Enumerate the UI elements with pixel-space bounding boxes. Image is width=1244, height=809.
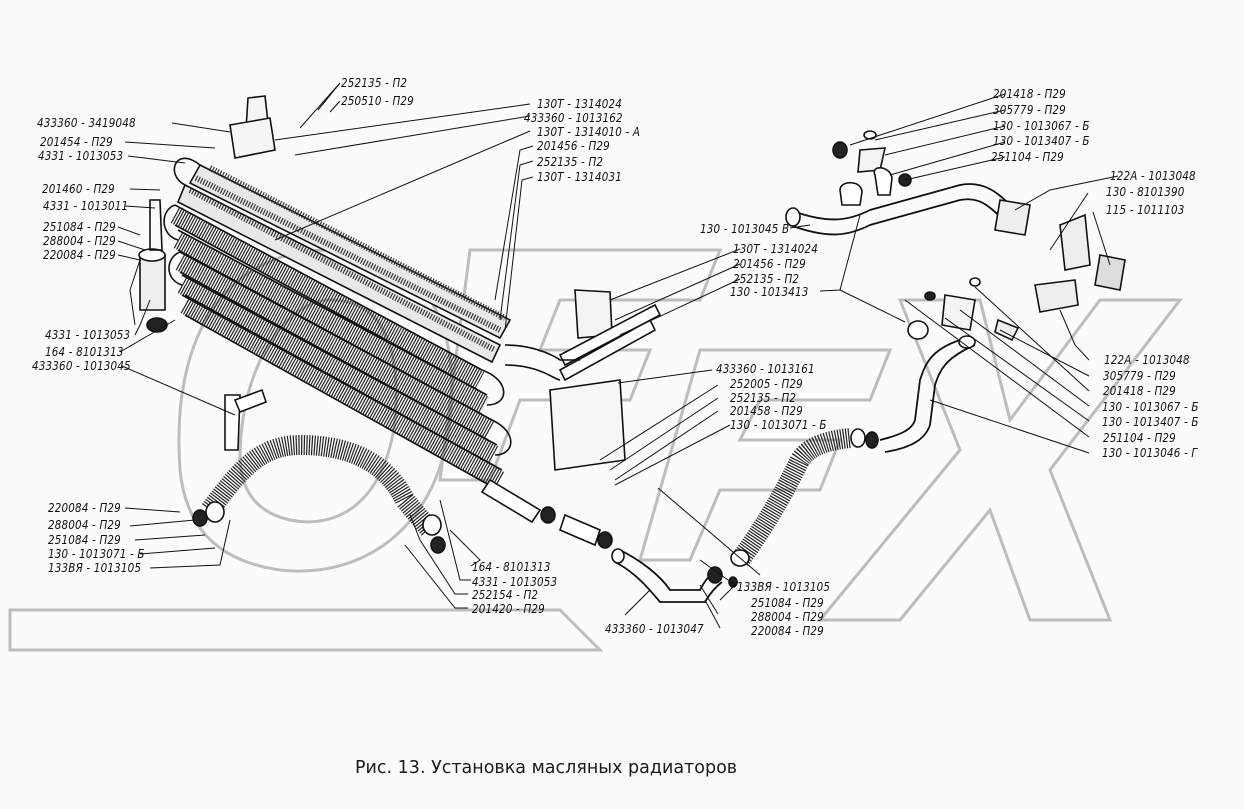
leader-lines bbox=[117, 82, 1119, 629]
part-label: 305779 - П29 bbox=[1103, 368, 1176, 383]
part-label: 4331 - 1013053 bbox=[45, 327, 131, 342]
part-label: 130 - 1013071 - Б bbox=[730, 417, 827, 432]
part-label: 130Т - 1314010 - А bbox=[537, 124, 641, 139]
part-label: 201418 - П29 bbox=[993, 86, 1066, 101]
part-label: 130 - 1013407 - Б bbox=[993, 133, 1090, 148]
part-label: 288004 - П29 bbox=[751, 609, 824, 624]
part-label: 252135 - П2 bbox=[733, 271, 800, 286]
part-label: 251104 - П29 bbox=[1103, 430, 1176, 445]
upper-coil-tube-2 bbox=[176, 183, 502, 364]
part-label: 288004 - П29 bbox=[43, 233, 116, 248]
part-label: 220084 - П29 bbox=[43, 247, 116, 262]
radiator-coils bbox=[163, 157, 512, 491]
part-label: 201458 - П29 bbox=[730, 403, 803, 418]
part-label: 201456 - П29 bbox=[733, 256, 806, 271]
lower-coil-tube-5 bbox=[180, 294, 505, 491]
part-label: 433360 - 1013047 bbox=[605, 621, 704, 636]
part-label: 130 - 8101390 bbox=[1106, 184, 1185, 199]
part-label: 4331 - 1013011 bbox=[43, 198, 129, 213]
part-label: 164 - 8101313 bbox=[472, 559, 551, 574]
part-label: 164 - 8101313 bbox=[45, 344, 124, 359]
part-label: 433360 - 1013045 bbox=[32, 358, 131, 373]
part-label: 201418 - П29 bbox=[1103, 383, 1176, 398]
part-label: 133ВЯ - 1013105 bbox=[737, 579, 831, 594]
part-label: 201454 - П29 bbox=[40, 134, 113, 149]
part-label: 250510 - П29 bbox=[341, 93, 414, 108]
part-label: 130 - 1013067 - Б bbox=[993, 118, 1090, 133]
part-label: 251084 - П29 bbox=[751, 595, 824, 610]
part-label: 115 - 1011103 bbox=[1106, 202, 1185, 217]
part-label: 130 - 1013045 В bbox=[700, 221, 790, 236]
part-label: 220084 - П29 bbox=[751, 623, 824, 638]
part-label: 201460 - П29 bbox=[42, 181, 115, 196]
part-label: 130Т - 1314024 bbox=[733, 241, 819, 256]
part-label: 252135 - П2 bbox=[730, 390, 797, 405]
part-label: 251084 - П29 bbox=[48, 532, 121, 547]
part-label: 433360 - 1013162 bbox=[524, 110, 623, 125]
part-label: 130 - 1013407 - Б bbox=[1102, 414, 1199, 429]
part-label: 305779 - П29 bbox=[993, 102, 1066, 117]
part-label: 252135 - П2 bbox=[341, 75, 408, 90]
part-label: 252135 - П2 bbox=[537, 154, 604, 169]
upper-coil-tube-1 bbox=[188, 163, 512, 340]
part-label: 4331 - 1013053 bbox=[472, 574, 558, 589]
part-label: 130Т - 1314031 bbox=[537, 169, 623, 184]
part-label: 201456 - П29 bbox=[537, 138, 610, 153]
part-label: 251104 - П29 bbox=[991, 149, 1064, 164]
part-label: 122А - 1013048 bbox=[1110, 168, 1196, 183]
part-label: 130 - 1013413 bbox=[730, 284, 809, 299]
part-label: 251084 - П29 bbox=[43, 219, 116, 234]
part-label: 130Т - 1314024 bbox=[537, 96, 623, 111]
part-label: 130 - 1013071 - Б bbox=[48, 546, 145, 561]
part-label: 4331 - 1013053 bbox=[38, 148, 124, 163]
part-label: 122А - 1013048 bbox=[1104, 352, 1190, 367]
part-label: 220084 - П29 bbox=[48, 500, 121, 515]
part-label: 288004 - П29 bbox=[48, 517, 121, 532]
part-label: 201420 - П29 bbox=[472, 601, 545, 616]
part-label: 252005 - П29 bbox=[730, 376, 803, 391]
part-label: 133ВЯ - 1013105 bbox=[48, 560, 142, 575]
figure-caption: Рис. 13. Установка масляных радиаторов bbox=[355, 758, 738, 778]
part-label: 130 - 1013067 - Б bbox=[1102, 399, 1199, 414]
part-label: 433360 - 3419048 bbox=[37, 115, 136, 130]
part-label: 252154 - П2 bbox=[472, 587, 539, 602]
part-label: 130 - 1013046 - Г bbox=[1102, 445, 1198, 460]
part-label: 433360 - 1013161 bbox=[716, 361, 815, 376]
